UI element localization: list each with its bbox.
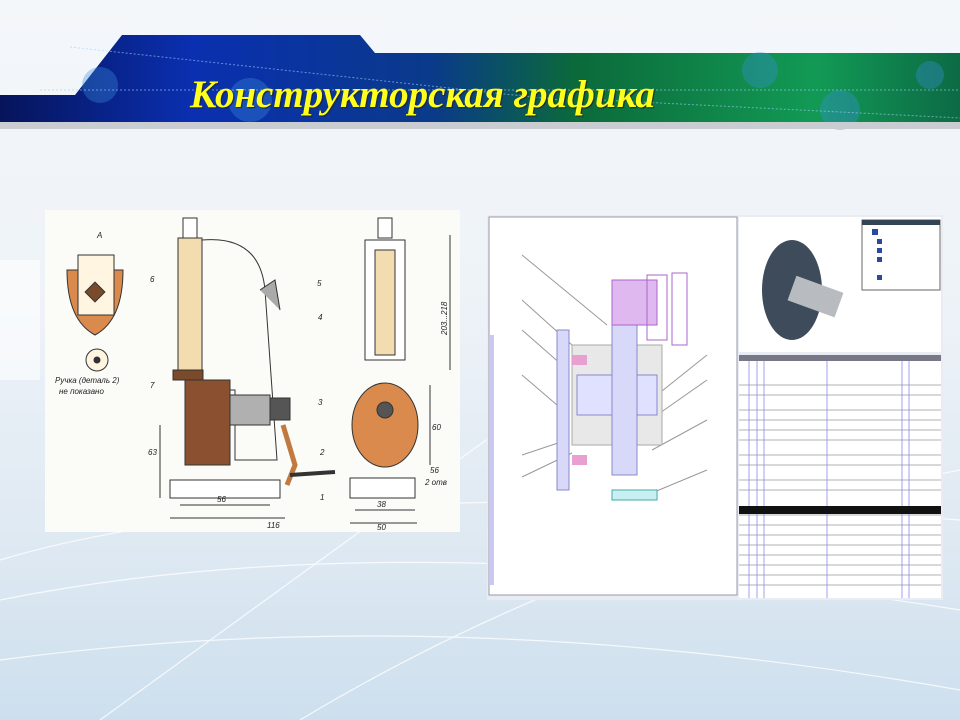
note-line-1: Ручка (деталь 2) xyxy=(55,376,120,385)
dimension: 60 xyxy=(432,423,441,432)
dimension: 38 xyxy=(377,500,386,509)
callout: 4 xyxy=(318,313,323,322)
dimension: 50 xyxy=(377,523,386,532)
dimension: 2 отв xyxy=(424,478,447,487)
callout: 5 xyxy=(317,279,322,288)
banner-graphic xyxy=(0,35,960,130)
dimension: 203...218 xyxy=(440,301,449,336)
slide-title: Конструкторская графика xyxy=(190,73,655,116)
cad-screenshot xyxy=(487,215,943,600)
callout: 2 xyxy=(319,448,325,457)
callout: 1 xyxy=(320,493,324,502)
clamp-drawing: А Ручка (деталь 2) не показано 6 7 4 3 2… xyxy=(55,217,451,532)
dimension: 116 xyxy=(267,521,280,530)
callout: 7 xyxy=(150,381,155,390)
technical-drawing-clamp: А Ручка (деталь 2) не показано 6 7 4 3 2… xyxy=(45,210,460,532)
dimension: 56 xyxy=(217,495,226,504)
view-label: А xyxy=(96,231,102,240)
cad-drawing xyxy=(488,216,941,598)
callout: 3 xyxy=(318,398,323,407)
dimension: 63 xyxy=(148,448,157,457)
title-banner: Конструкторская графика xyxy=(0,0,960,135)
note-line-2: не показано xyxy=(59,387,104,396)
callout: 6 xyxy=(150,275,155,284)
dimension: 56 xyxy=(430,466,439,475)
